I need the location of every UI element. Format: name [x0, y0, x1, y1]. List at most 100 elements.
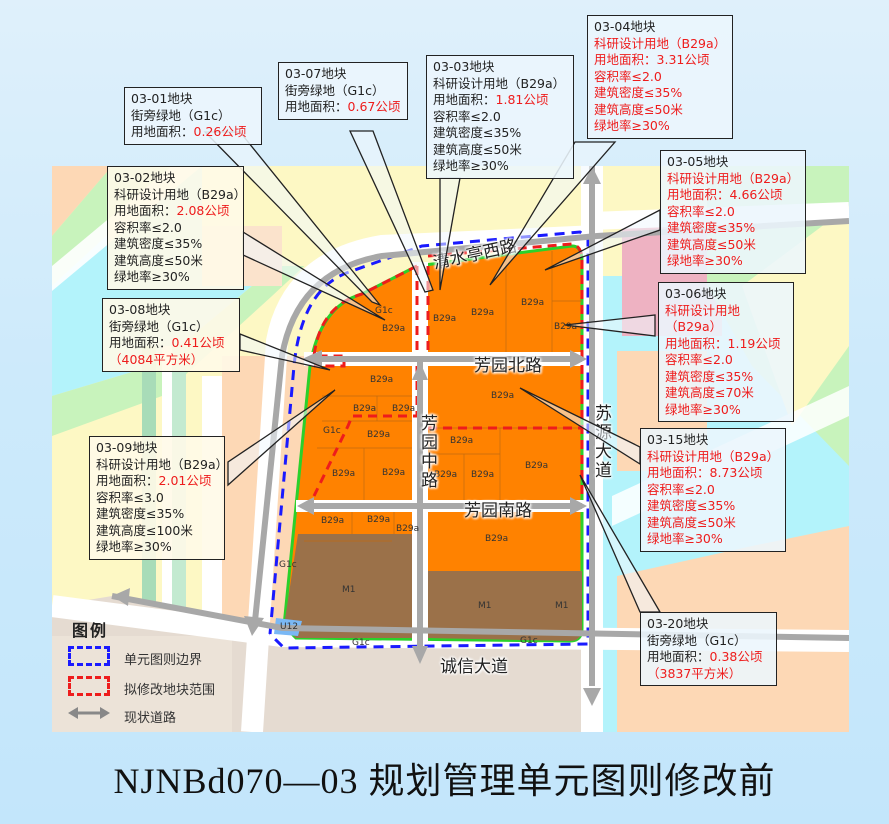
callout-area-value: 1.81公顷 [495, 92, 549, 107]
callout-green-ratio: 绿地率≥30% [114, 269, 190, 284]
parcel-code-b29a: B29a [382, 324, 406, 334]
callout-land-use: 街旁绿地（G1c） [109, 318, 209, 334]
callout-area-row: 用地面积：4.66公顷 [667, 187, 783, 202]
callout-height: 建筑高度≤50米 [433, 141, 522, 157]
callout-area-row: 用地面积：0.67公顷 [285, 99, 401, 114]
callout-03-02: 03-02地块 科研设计用地（B29a） 用地面积：2.08公顷 容积率≤2.0… [107, 166, 247, 290]
callout-density: 建筑密度≤35% [96, 506, 185, 521]
callout-area-value: 0.26公顷 [193, 124, 247, 139]
road-label-suyuan-avenue: 苏源大道 [591, 404, 611, 480]
callout-height: 建筑高度≤50米 [647, 514, 736, 530]
parcel-code-b29a: B29a [434, 470, 458, 480]
parcel-code-g1c: G1c [375, 306, 393, 316]
callout-title: 03-03地块 [433, 59, 495, 74]
callout-far: 容积率≤2.0 [665, 352, 733, 367]
callout-height: 建筑高度≤50米 [594, 101, 683, 117]
callout-land-use: 科研设计用地（B29a） [667, 170, 800, 186]
callout-area-sqm: （4084平方米） [109, 351, 204, 367]
parcel-code-b29a: B29a [321, 516, 345, 526]
parcel-code-b29a: B29a [332, 469, 356, 479]
callout-03-06: 03-06地块 科研设计用地 （B29a） 用地面积：1.19公顷 容积率≤2.… [658, 282, 794, 422]
parcel-code-m1: M1 [555, 601, 569, 611]
callout-area-value: 4.66公顷 [729, 187, 783, 202]
callout-03-04: 03-04地块 科研设计用地（B29a） 用地面积：3.31公顷 容积率≤2.0… [587, 15, 733, 139]
callout-area-value: 3.31公顷 [656, 52, 710, 67]
callout-green-ratio: 绿地率≥30% [667, 253, 743, 268]
callout-title: 03-05地块 [667, 154, 729, 169]
parcel-code-b29a: B29a [353, 404, 377, 414]
callout-green-ratio: 绿地率≥30% [433, 158, 509, 173]
gray-double-arrow-icon [68, 707, 110, 719]
parcel-code-b29a: B29a [433, 314, 457, 324]
callout-density: 建筑密度≤35% [594, 85, 683, 100]
callout-far: 容积率≤2.0 [114, 219, 182, 235]
callout-title: 03-04地块 [594, 19, 656, 34]
parcel-code-b29a: B29a [382, 468, 406, 478]
map-legend: 图例 单元图则边界 拟修改地块范围 现状道路 [58, 612, 238, 730]
parcel-code-b29a: B29a [396, 524, 420, 534]
callout-land-use: 科研设计用地（B29a） [96, 456, 229, 472]
callout-far: 容积率≤3.0 [96, 489, 164, 505]
parcel-code-g1c: G1c [279, 560, 297, 570]
parcel-code-b29a: B29a [554, 322, 578, 332]
figure-caption: NJNBd070—03 规划管理单元图则修改前 [113, 761, 776, 801]
callout-height: 建筑高度≤100米 [96, 522, 193, 538]
callout-green-ratio: 绿地率≥30% [665, 401, 741, 417]
blue-dashed-box-icon [68, 646, 110, 666]
parcel-code-b29a: B29a [450, 436, 474, 446]
callout-03-03: 03-03地块 科研设计用地（B29a） 用地面积：1.81公顷 容积率≤2.0… [426, 55, 574, 179]
callout-density: 建筑密度≤35% [665, 368, 754, 384]
callout-title: 03-15地块 [647, 432, 709, 447]
parcel-code-b29a: B29a [471, 308, 495, 318]
callout-area-value: 8.73公顷 [709, 465, 763, 480]
parcel-code-g1c: G1c [352, 638, 370, 648]
parcel-code-b29a: B29a [521, 298, 545, 308]
callout-area-row: 用地面积：1.81公顷 [433, 92, 549, 107]
callout-title: 03-06地块 [665, 286, 727, 301]
road-label-fangyuan-middle: 芳园中路 [417, 414, 437, 490]
callout-land-use-code: （B29a） [665, 319, 723, 334]
callout-area-row: 用地面积：0.26公顷 [131, 124, 247, 139]
parcel-code-b29a: B29a [370, 375, 394, 385]
parcel-code-b29a: B29a [491, 391, 515, 401]
callout-area-row: 用地面积：8.73公顷 [647, 465, 763, 480]
callout-area-row: 用地面积：3.31公顷 [594, 52, 710, 67]
callout-land-use: 街旁绿地（G1c） [647, 632, 747, 648]
parcel-code-m1: M1 [478, 601, 492, 611]
callout-area-value: 2.08公顷 [176, 203, 230, 218]
callout-land-use: 科研设计用地（B29a） [114, 186, 247, 202]
callout-03-07: 03-07地块 街旁绿地（G1c） 用地面积：0.67公顷 [278, 62, 408, 120]
parcel-code-u12: U12 [280, 622, 299, 632]
callout-density: 建筑密度≤35% [647, 498, 736, 513]
callout-03-01: 03-01地块 街旁绿地（G1c） 用地面积：0.26公顷 [124, 87, 262, 145]
callout-far: 容积率≤2.0 [433, 108, 501, 124]
callout-title: 03-02地块 [114, 170, 176, 185]
callout-far: 容积率≤2.0 [667, 203, 735, 219]
callout-03-09: 03-09地块 科研设计用地（B29a） 用地面积：2.01公顷 容积率≤3.0… [89, 436, 229, 560]
parcel-code-b29a: B29a [367, 515, 391, 525]
legend-title: 图例 [72, 621, 109, 640]
callout-land-use: 科研设计用地（B29a） [647, 448, 780, 464]
callout-density: 建筑密度≤35% [433, 125, 522, 140]
callout-area-value: 0.41公顷 [171, 335, 225, 350]
callout-title: 03-01地块 [131, 91, 193, 106]
callout-density: 建筑密度≤35% [667, 220, 756, 235]
callout-title: 03-08地块 [109, 302, 171, 317]
callout-area-value: 0.38公顷 [709, 649, 763, 664]
callout-height: 建筑高度≤50米 [114, 252, 203, 268]
callout-area-row: 用地面积：2.01公顷 [96, 473, 212, 488]
callout-03-05: 03-05地块 科研设计用地（B29a） 用地面积：4.66公顷 容积率≤2.0… [660, 150, 806, 274]
parcel-code-b29a: B29a [392, 404, 416, 414]
callout-area-row: 用地面积：2.08公顷 [114, 203, 230, 218]
callout-land-use: 科研设计用地 [665, 302, 741, 318]
callout-height: 建筑高度≤70米 [665, 385, 754, 400]
callout-area-value: 2.01公顷 [158, 473, 212, 488]
callout-area-row: 用地面积：1.19公顷 [665, 335, 781, 351]
parcel-code-g1c: G1c [520, 636, 538, 646]
callout-area-row: 用地面积：0.41公顷 [109, 335, 225, 350]
callout-green-ratio: 绿地率≥30% [594, 118, 670, 133]
parcel-code-b29a: B29a [525, 461, 549, 471]
callout-land-use: 街旁绿地（G1c） [131, 107, 231, 123]
parcel-code-g1c: G1c [323, 426, 341, 436]
callout-far: 容积率≤2.0 [594, 68, 662, 84]
